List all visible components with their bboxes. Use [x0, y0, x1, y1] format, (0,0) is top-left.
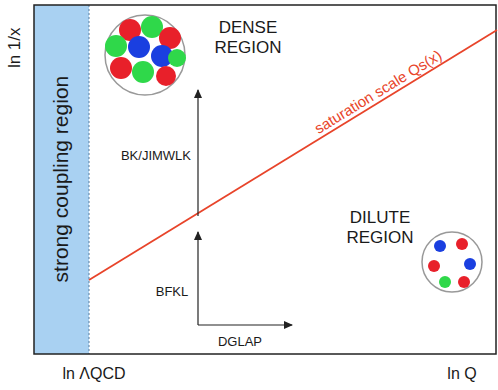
region-label: DILUTE REGION — [335, 208, 425, 247]
bfkl-arrow — [197, 232, 198, 325]
band-label: strong coupling region — [49, 76, 73, 283]
region-label: DENSE REGION — [203, 18, 293, 57]
dilute-proton — [422, 232, 482, 292]
band-edge — [89, 5, 90, 354]
bk-arrow — [197, 90, 198, 216]
strong-coupling-band: strong coupling region — [34, 5, 89, 354]
axis-title: ln 1/x — [4, 28, 24, 69]
axis-tick-label: ln ΛQCD — [62, 365, 125, 383]
evolution-label: BFKL — [156, 285, 189, 300]
axis-title: ln Q — [447, 365, 476, 383]
dglap-arrow — [198, 324, 292, 325]
strong-band-fill — [34, 5, 89, 354]
evolution-label: DGLAP — [218, 335, 262, 350]
curve-label: saturation scale Qs(x) — [311, 47, 444, 138]
dense-proton — [105, 15, 186, 95]
saturation-line — [89, 30, 497, 280]
evolution-label: BK/JIMWLK — [121, 149, 191, 164]
plot-frame — [34, 5, 496, 354]
